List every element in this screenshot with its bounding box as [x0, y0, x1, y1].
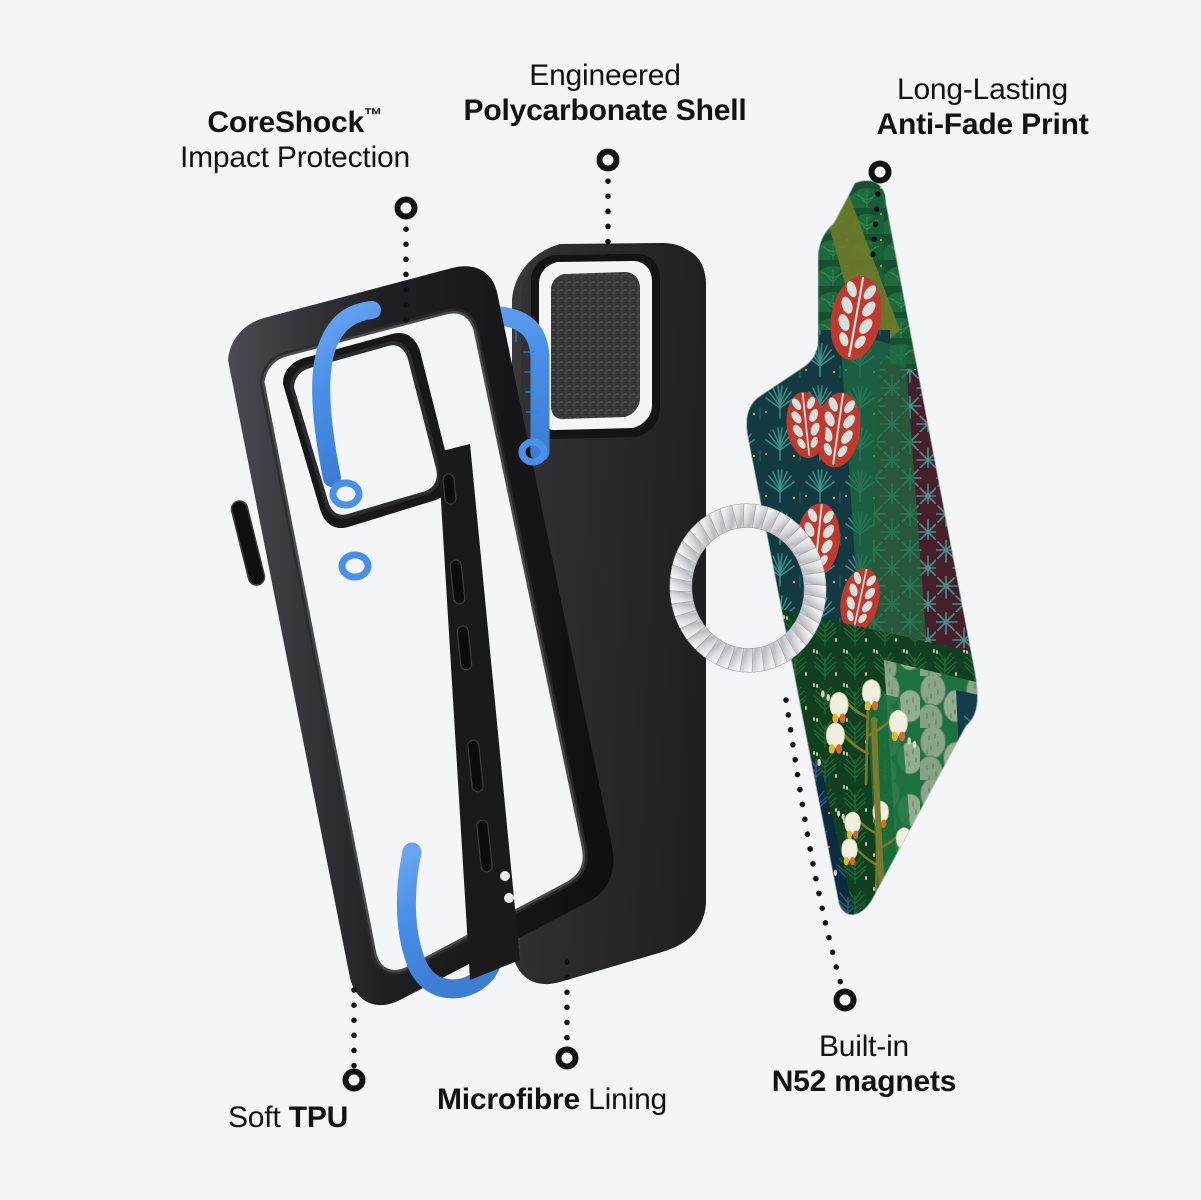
shell-side-controls	[438, 444, 520, 980]
leader-coreshock	[394, 196, 418, 333]
bumper-side-buttons	[230, 500, 266, 586]
callout-print-line1: Long-Lasting	[896, 73, 1069, 106]
callout-n52-line1: Built-in	[818, 1030, 910, 1063]
magsafe-magnet-ring	[669, 503, 827, 673]
trademark-symbol: ™	[364, 104, 383, 125]
callout-shell-line2: Polycarbonate Shell	[463, 94, 747, 128]
callout-microfibre-lining: Microfibre Lining	[437, 1082, 667, 1117]
tpu-blue-grommet	[329, 438, 548, 581]
callout-n52-line2: N52 magnets	[771, 1065, 957, 1099]
callout-polycarbonate-shell: Engineered Polycarbonate Shell	[425, 58, 785, 129]
callout-micro-line2: Lining	[580, 1083, 668, 1116]
leader-shell	[596, 148, 620, 269]
callout-print-line2: Anti-Fade Print	[876, 108, 1089, 142]
camera-cutout	[531, 254, 660, 440]
printed-back-panel	[745, 179, 979, 916]
leader-microfibre	[555, 959, 579, 1070]
callout-anti-fade-print: Long-Lasting Anti-Fade Print	[845, 72, 1120, 143]
leader-tpu	[342, 987, 366, 1092]
callout-coreshock: CoreShock™ Impact Protection	[150, 104, 440, 176]
callout-micro-line1: Microfibre	[437, 1083, 581, 1116]
callout-n52-magnets: Built-in N52 magnets	[748, 1029, 980, 1100]
leader-print	[868, 160, 892, 271]
callout-soft-tpu: Soft TPU	[228, 1100, 348, 1135]
callout-tpu-line1: Soft	[228, 1101, 289, 1134]
callout-shell-line1: Engineered	[529, 59, 681, 92]
callout-coreshock-line1: CoreShock™	[207, 104, 383, 139]
leader-n52	[783, 697, 857, 1012]
leader-lines	[342, 148, 892, 1092]
callout-tpu-line2: TPU	[288, 1101, 349, 1134]
tpu-bumper-frame	[228, 266, 614, 1006]
callout-coreshock-line2: Impact Protection	[179, 141, 411, 175]
